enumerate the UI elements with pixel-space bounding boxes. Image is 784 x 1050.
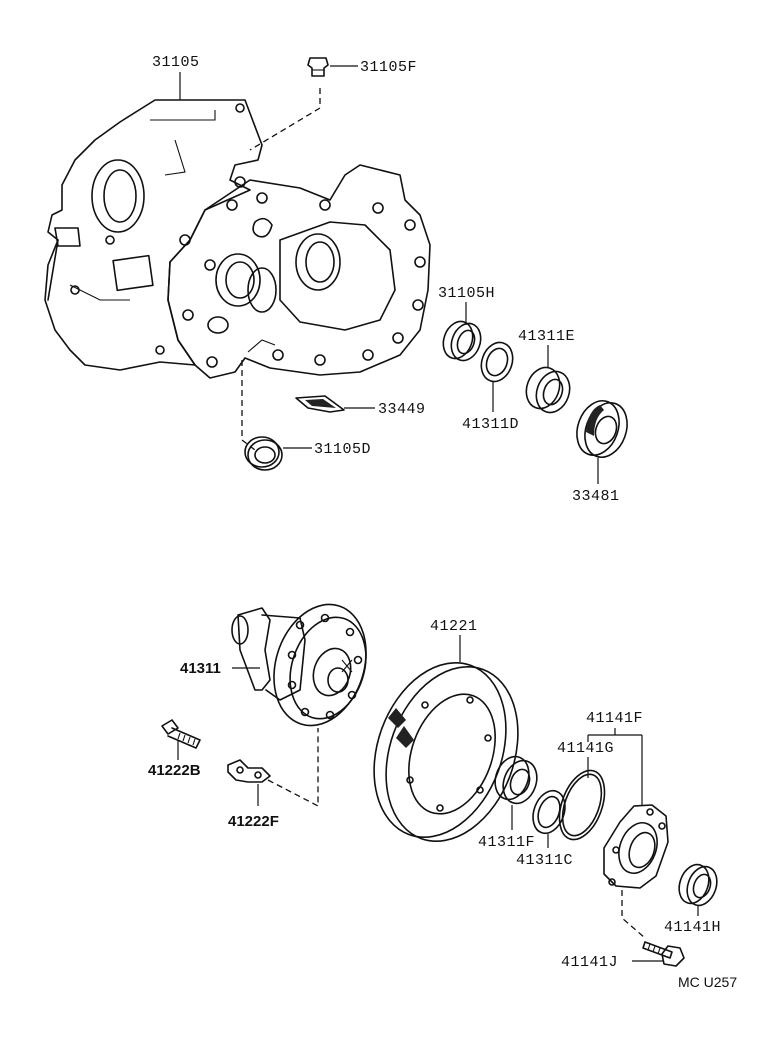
label-31105F: 31105F	[360, 59, 417, 76]
label-41311C: 41311C	[516, 852, 573, 869]
label-41311E: 41311E	[518, 328, 575, 345]
part-41141J-bolt	[642, 941, 685, 967]
part-41311F-bearing	[494, 755, 538, 805]
part-41222F-lock-plate	[227, 759, 271, 783]
label-41311D: 41311D	[462, 416, 519, 433]
label-41222F: 41222F	[228, 813, 279, 830]
part-31105H-seal	[442, 320, 482, 362]
label-41311F: 41311F	[478, 834, 535, 851]
label-41311: 41311	[180, 660, 221, 677]
label-41141H: 41141H	[664, 919, 721, 936]
label-31105: 31105	[152, 54, 200, 71]
label-41141G: 41141G	[557, 740, 614, 757]
label-41221: 41221	[430, 618, 478, 635]
label-31105H: 31105H	[438, 285, 495, 302]
part-41311E-bearing	[525, 366, 571, 414]
label-33449: 33449	[378, 401, 426, 418]
part-41222B-bolt	[161, 719, 201, 749]
transaxle-housing	[44, 99, 431, 379]
part-41141F-retainer	[603, 804, 669, 889]
part-33481-seal	[576, 400, 628, 458]
part-41311-differential-case	[231, 603, 367, 727]
part-41141G-o-ring	[558, 769, 606, 841]
label-33481: 33481	[572, 488, 620, 505]
part-41221-ring-gear	[373, 662, 519, 842]
label-41141F: 41141F	[586, 710, 643, 727]
part-41141H-seal	[678, 863, 718, 907]
diagram-code: MC U257	[678, 974, 737, 990]
part-31105D-seal	[244, 436, 283, 471]
part-31105F-plug	[307, 57, 329, 77]
label-41141J: 41141J	[561, 954, 618, 971]
part-41311D-shim	[480, 341, 514, 383]
label-31105D: 31105D	[314, 441, 371, 458]
label-41222B: 41222B	[148, 762, 201, 779]
part-33449-plate	[295, 395, 345, 413]
